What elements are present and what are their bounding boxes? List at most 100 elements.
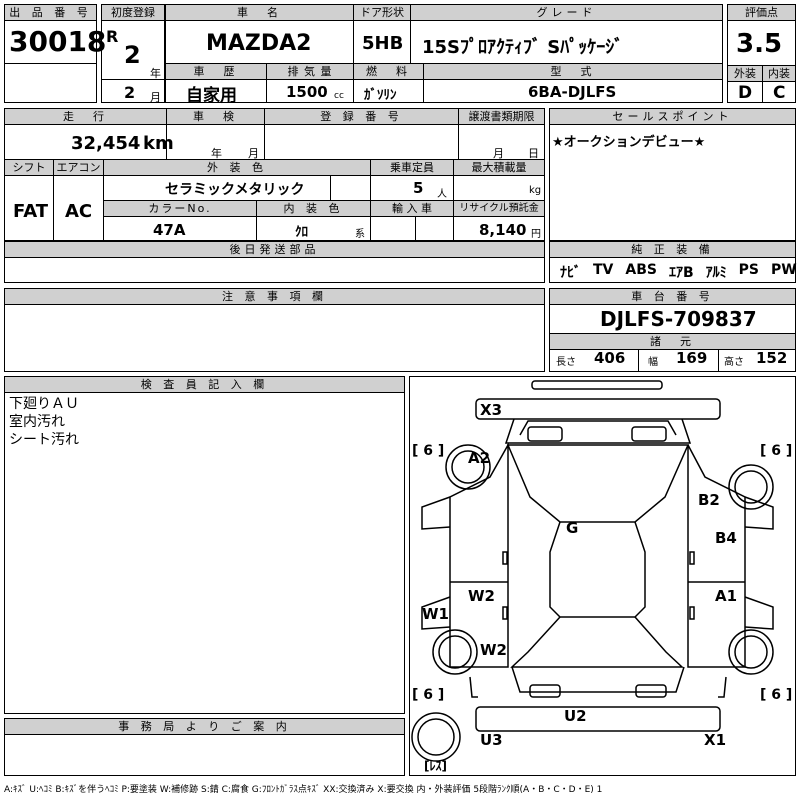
- sales-point-text: ★オークションデビュー★: [552, 135, 706, 150]
- lot-number: 30018: [9, 25, 107, 58]
- damage-mark-b2: B2: [698, 491, 720, 509]
- shift: FAT: [13, 201, 49, 222]
- inspection-month-unit: 月: [248, 147, 259, 160]
- tire-tread-rear-left: [ 6 ]: [412, 687, 444, 703]
- width-label: 幅: [648, 357, 658, 368]
- damage-mark-w2-rear: W2: [480, 641, 507, 659]
- genuine-items: ﾅﾋﾞ TV ABS ｴｱB ｱﾙﾐ PS PW: [560, 262, 797, 282]
- era: R: [106, 27, 119, 46]
- first-reg-month: 2: [124, 83, 136, 102]
- front-bumper-top: [531, 380, 663, 390]
- damage-mark-a2: A2: [468, 449, 490, 467]
- damage-mark-x1: X1: [704, 731, 726, 749]
- score-box: 評価点 3.5 外装 内装 D C: [727, 4, 796, 103]
- interior-grade: C: [773, 83, 786, 103]
- first-registration-box: 初度登録 R 2 年 2 月: [101, 4, 165, 104]
- car-history: 自家用: [186, 86, 237, 106]
- displacement: 1500: [286, 83, 328, 101]
- capacity-unit: 人: [437, 189, 447, 200]
- transfer-label: 譲渡書類期限: [459, 109, 544, 125]
- car-diagram-box: X3 A2 B2 G B4 W2 A1 W1 W2 U2 U3 X1 [ 6 ]…: [409, 376, 796, 776]
- office-box: 事 務 局 よ り ご 案 内: [4, 718, 405, 776]
- air-conditioner: AC: [65, 201, 93, 222]
- interior-label: 内装: [763, 66, 795, 82]
- main-info-box: 車 名 ドア形状 グレード MAZDA2 5HB 15Sﾌﾟﾛｱｸﾃｨﾌﾞ Sﾊ…: [165, 4, 723, 106]
- recycle-label: リサイクル預託金: [454, 201, 544, 217]
- fuel: ｶﾞｿﾘﾝ: [364, 88, 397, 103]
- genuine-item: PW: [771, 262, 797, 278]
- history-label: 車 歴: [166, 64, 266, 80]
- wheel-rear-left: [432, 629, 478, 675]
- width: 169: [676, 349, 708, 367]
- notes-box: 注 意 事 項 欄: [4, 288, 545, 372]
- chassis-box: 車 台 番 号 DJLFS-709837 諸 元 長さ 406 幅 169 高さ…: [549, 288, 796, 372]
- office-label: 事 務 局 よ り ご 案 内: [5, 719, 404, 735]
- genuine-item: TV: [593, 262, 614, 278]
- inspection-year-unit: 年: [211, 147, 222, 160]
- lot-number-label: 出 品 番 号: [5, 5, 96, 21]
- spare-tire-label: [ﾚｽ]: [424, 759, 447, 773]
- inspector-notes: 下廻りＡＵ 室内汚れ シート汚れ: [9, 395, 79, 449]
- first-reg-label: 初度登録: [102, 5, 164, 21]
- rear-trunk: [511, 666, 685, 693]
- month-unit: 月: [150, 91, 161, 104]
- genuine-item: ABS: [625, 262, 657, 278]
- damage-mark-a1: A1: [715, 587, 737, 605]
- car-name: MAZDA2: [206, 31, 312, 56]
- ac-label: エアコン: [54, 160, 103, 176]
- fuel-label: 燃 料: [354, 64, 423, 80]
- rear-bumper: [475, 706, 721, 732]
- genuine-item: ﾅﾋﾞ: [560, 265, 581, 281]
- capacity: 5: [413, 179, 424, 197]
- genuine-item: PS: [738, 262, 759, 278]
- chassis-number: DJLFS-709837: [600, 307, 757, 331]
- wheel-front-right: [728, 464, 774, 510]
- inspector-box: 検 査 員 記 入 欄 下廻りＡＵ 室内汚れ シート汚れ: [4, 376, 405, 714]
- right-body: [687, 444, 746, 668]
- genuine-item: ｴｱB: [668, 265, 694, 281]
- car-name-label: 車 名: [166, 5, 353, 21]
- ext-color: セラミックメタリック: [165, 182, 305, 198]
- roof: [549, 521, 646, 618]
- grade: 15Sﾌﾟﾛｱｸﾃｨﾌﾞ Sﾊﾟｯｹｰｼﾞ: [422, 37, 624, 58]
- notes-label: 注 意 事 項 欄: [5, 289, 544, 305]
- grade-label: グレード: [411, 5, 722, 21]
- windshield: [506, 444, 690, 523]
- model-code: 6BA-DJLFS: [528, 83, 617, 101]
- regnum-label: 登 録 番 号: [265, 109, 458, 125]
- inspector-line: 室内汚れ: [9, 414, 65, 430]
- height-label: 高さ: [724, 357, 744, 368]
- recycle-unit: 円: [531, 229, 541, 240]
- score: 3.5: [736, 29, 783, 59]
- door-label: ドア形状: [354, 5, 410, 21]
- sales-point-label: セールスポイント: [550, 109, 795, 125]
- int-color: ｸﾛ: [295, 225, 308, 240]
- mileage-label: 走 行: [5, 109, 166, 125]
- score-label: 評価点: [728, 5, 795, 21]
- front-panel: [519, 420, 677, 436]
- genuine-label: 純 正 装 備: [550, 242, 795, 258]
- capacity-label: 乗車定員: [371, 160, 453, 176]
- wheel-rear-right: [728, 629, 774, 675]
- displacement-label: 排 気 量: [267, 64, 353, 80]
- exterior-label: 外装: [728, 66, 762, 82]
- car-diagram: X3 A2 B2 G B4 W2 A1 W1 W2 U2 U3 X1 [ 6 ]…: [411, 380, 792, 773]
- vehicle-details-box: 走 行 車 検 登 録 番 号 譲渡書類期限 32,454 km 年 月 月 日…: [4, 108, 545, 241]
- door-type: 5HB: [362, 33, 404, 54]
- wheel-front-left: [445, 444, 491, 490]
- inspector-line: シート汚れ: [9, 432, 79, 448]
- dims-label: 諸 元: [550, 334, 795, 350]
- model-label: 型 式: [424, 64, 722, 80]
- import-label: 輸 入 車: [371, 201, 453, 217]
- genuine-item: ｱﾙﾐ: [705, 265, 727, 281]
- mileage: 32,454: [71, 133, 141, 154]
- lot-number-box: 出 品 番 号 30018: [4, 4, 106, 103]
- damage-mark-w2-front: W2: [468, 587, 495, 605]
- height: 152: [756, 349, 788, 367]
- later-parts-label: 後日発送部品: [5, 242, 544, 258]
- transfer-day-unit: 日: [528, 147, 539, 160]
- shift-label: シフト: [5, 160, 53, 176]
- damage-mark-w1: W1: [422, 605, 449, 623]
- int-color-unit: 系: [355, 229, 365, 240]
- ext-color-label: 外 装 色: [104, 160, 370, 176]
